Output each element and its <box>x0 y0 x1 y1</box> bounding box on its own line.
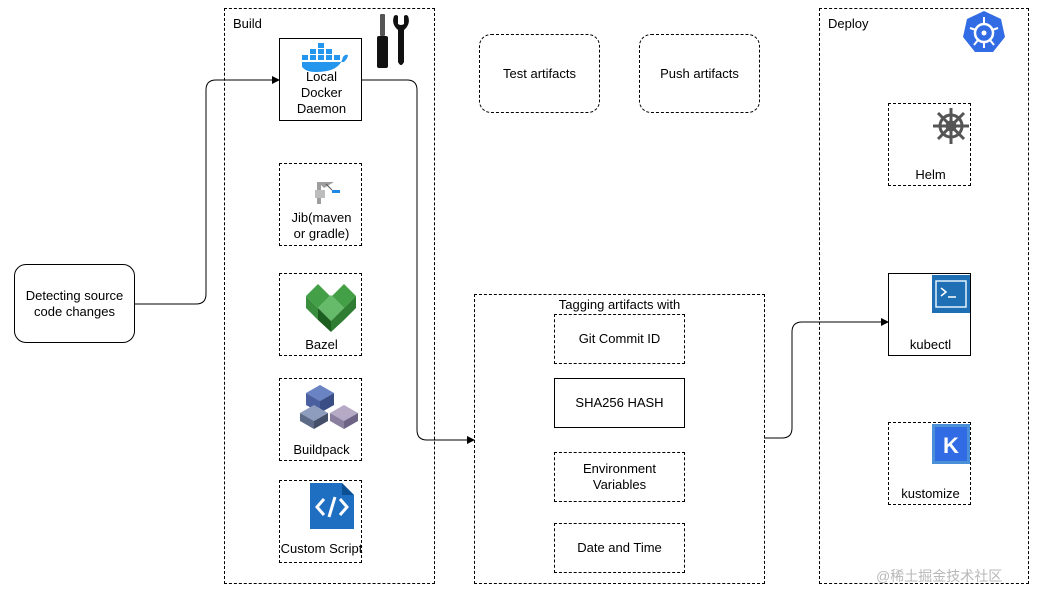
source-changes-label: Detecting source code changes <box>25 287 124 319</box>
custom-script-node: Custom Script <box>279 480 362 563</box>
watermark: @稀土掘金技术社区 <box>876 568 1003 584</box>
local-docker-node: Local Docker Daemon <box>279 38 362 121</box>
bazel-node: Bazel <box>279 273 362 356</box>
local-docker-label: Local Docker Daemon <box>296 69 347 116</box>
edge-docker-to-tagging <box>362 79 475 444</box>
kubectl-label: kubectl <box>909 337 952 352</box>
push-artifacts-node: Push artifacts <box>639 34 760 113</box>
buildpack-icon <box>300 385 358 429</box>
jib-label: Jib(maven or gradle) <box>291 210 352 241</box>
deploy-title: Deploy <box>828 16 869 31</box>
test-artifacts-node: Test artifacts <box>479 34 600 113</box>
screwdriver-wrench-icon <box>377 14 409 68</box>
build-group <box>224 8 435 584</box>
tagging-group <box>474 294 765 584</box>
kubectl-node: kubectl <box>888 273 971 356</box>
kustomize-node: K kustomize <box>888 422 971 505</box>
buildpack-label: Buildpack <box>293 442 350 457</box>
kustomize-icon: K <box>932 424 970 464</box>
tag-sha256-label: SHA256 HASH <box>575 395 664 410</box>
code-icon <box>310 483 354 529</box>
tag-git-commit: Git Commit ID <box>554 314 685 364</box>
push-artifacts-label: Push artifacts <box>660 65 739 81</box>
helm-icon <box>933 108 969 144</box>
custom-script-label: Custom Script <box>280 541 363 556</box>
kubernetes-icon <box>963 11 1005 52</box>
source-changes-node: Detecting source code changes <box>14 264 135 343</box>
tag-date-time: Date and Time <box>554 523 685 573</box>
test-artifacts-label: Test artifacts <box>503 65 576 81</box>
tag-env-vars-label: Environment Variables <box>583 461 656 492</box>
kustomize-label: kustomize <box>901 486 960 501</box>
helm-label: Helm <box>915 167 946 182</box>
terminal-icon <box>932 275 970 313</box>
jib-node: Jib(maven or gradle) <box>279 163 362 246</box>
tag-date-time-label: Date and Time <box>577 540 662 555</box>
tag-env-vars: Environment Variables <box>554 452 685 502</box>
bazel-label: Bazel <box>305 337 338 352</box>
tag-sha256: SHA256 HASH <box>554 378 685 428</box>
edge-source-to-docker <box>134 76 280 305</box>
build-title: Build <box>233 16 262 31</box>
svg-text:K: K <box>943 433 959 458</box>
docker-icon <box>302 43 348 72</box>
tagging-title: Tagging artifacts with <box>558 297 681 312</box>
tag-git-commit-label: Git Commit ID <box>578 331 661 346</box>
helm-node: Helm <box>888 103 971 186</box>
edge-tagging-to-kubectl <box>764 318 889 439</box>
deploy-group <box>819 8 1029 584</box>
bazel-icon <box>306 284 356 332</box>
buildpack-node: Buildpack <box>279 378 362 461</box>
jib-icon <box>315 182 340 204</box>
